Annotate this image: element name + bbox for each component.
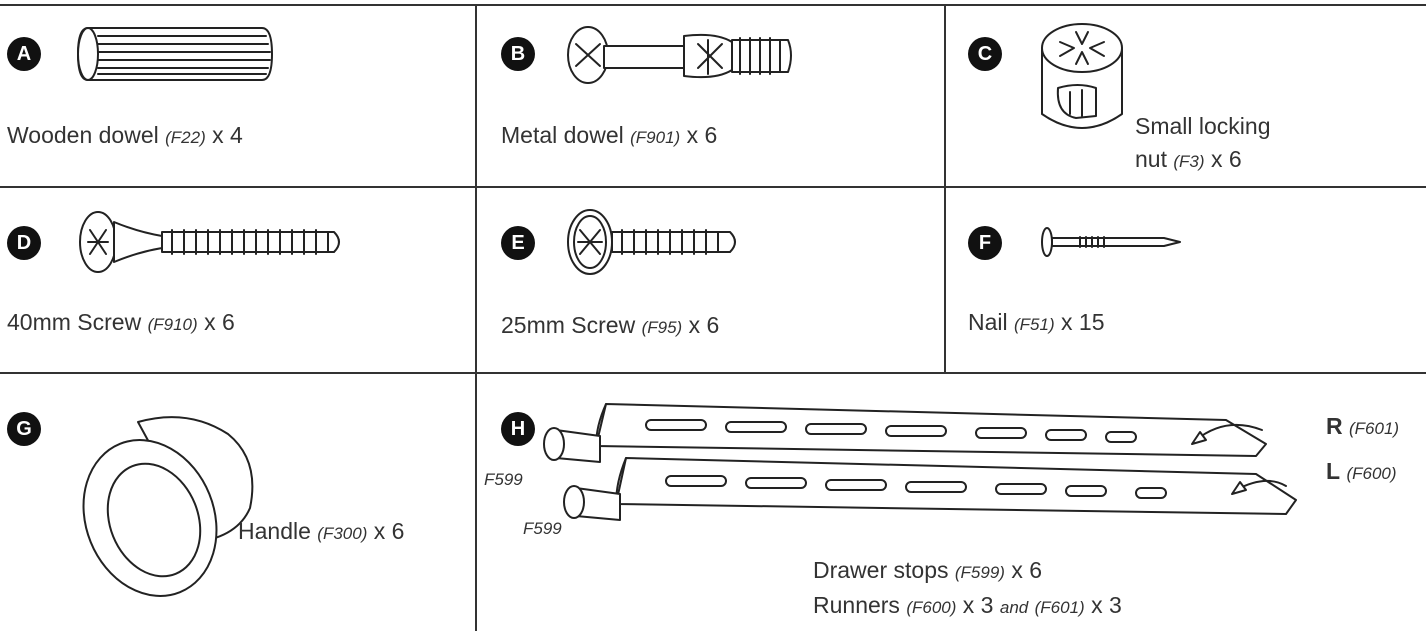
callout-code: (F601) [1349, 419, 1400, 438]
part-letter-badge: F [968, 226, 1002, 260]
part-letter-badge: H [501, 412, 535, 446]
part-name: Wooden dowel [7, 122, 159, 148]
handle-knob-icon [82, 416, 254, 597]
part-qty: x 6 [204, 309, 235, 335]
callout-letter: R [1326, 413, 1343, 439]
part-code: (F22) [165, 128, 206, 147]
part-label: 25mm Screw (F95) x 6 [501, 312, 719, 339]
metal-dowel-icon [567, 26, 792, 84]
wooden-dowel-icon [77, 27, 273, 81]
part-label: Handle (F300) x 6 [238, 518, 404, 545]
part-qty: x 6 [686, 122, 718, 148]
part-code: (F51) [1014, 315, 1055, 334]
row-divider-2 [0, 372, 1426, 374]
locking-nut-icon [1041, 23, 1123, 129]
callout-left-runner: L (F600) [1326, 458, 1397, 485]
callout-letter: L [1326, 458, 1341, 484]
short-screw-icon [567, 209, 736, 275]
part-code: (F3) [1173, 152, 1205, 171]
nail-icon [1041, 227, 1181, 257]
part-label: Metal dowel (F901) x 6 [501, 122, 717, 149]
part-qty: x 6 [688, 312, 720, 338]
part-name: Handle [238, 518, 311, 544]
callout-code: (F600) [1346, 464, 1397, 483]
part-letter-badge: B [501, 37, 535, 71]
row-divider-1 [0, 186, 1426, 188]
part-label: Wooden dowel (F22) x 4 [7, 122, 243, 149]
part-code: (F910) [147, 315, 198, 334]
part-code: (F901) [630, 128, 681, 147]
col-divider-2 [944, 4, 946, 374]
part-letter-badge: G [7, 412, 41, 446]
part-qty: x 6 [1011, 557, 1043, 583]
part-qty: x 6 [1210, 146, 1242, 172]
part-letter-badge: A [7, 37, 41, 71]
part-code: (F601) [1034, 598, 1085, 617]
top-border [0, 4, 1426, 6]
part-code: (F599) [954, 563, 1005, 582]
part-name: nut [1135, 146, 1167, 172]
part-name: Runners [813, 592, 900, 618]
callout-right-runner: R (F601) [1326, 413, 1399, 440]
part-conjunction: and [999, 598, 1029, 617]
part-name: 25mm Screw [501, 312, 636, 338]
part-code: (F300) [317, 524, 368, 543]
long-screw-icon [79, 211, 340, 273]
part-letter-badge: C [968, 37, 1002, 71]
part-label: Nail (F51) x 15 [968, 309, 1105, 336]
part-label-line1: Small locking [1135, 113, 1271, 139]
part-name: Nail [968, 309, 1008, 335]
part-qty: x 15 [1061, 309, 1105, 335]
part-name: Metal dowel [501, 122, 624, 148]
part-label-line2: Runners (F600) x 3 and (F601) x 3 [813, 592, 1122, 619]
part-letter-badge: E [501, 226, 535, 260]
col-divider-1 [475, 4, 477, 631]
part-name: 40mm Screw [7, 309, 142, 335]
part-label-line1: Drawer stops (F599) x 6 [813, 557, 1042, 584]
part-name: Drawer stops [813, 557, 949, 583]
part-code: (F600) [906, 598, 957, 617]
stop-label: F599 [523, 519, 562, 538]
part-qty: x 4 [212, 122, 243, 148]
part-code: (F95) [641, 318, 683, 337]
drawer-runner-icon [543, 403, 1297, 521]
part-label-line2: nut (F3) x 6 [1135, 146, 1242, 173]
part-qty: x 3 [962, 592, 994, 618]
part-letter-badge: D [7, 226, 41, 260]
part-qty: x 6 [373, 518, 405, 544]
stop-label: F599 [484, 470, 523, 489]
part-qty: x 3 [1091, 592, 1122, 618]
part-label: 40mm Screw (F910) x 6 [7, 309, 235, 336]
